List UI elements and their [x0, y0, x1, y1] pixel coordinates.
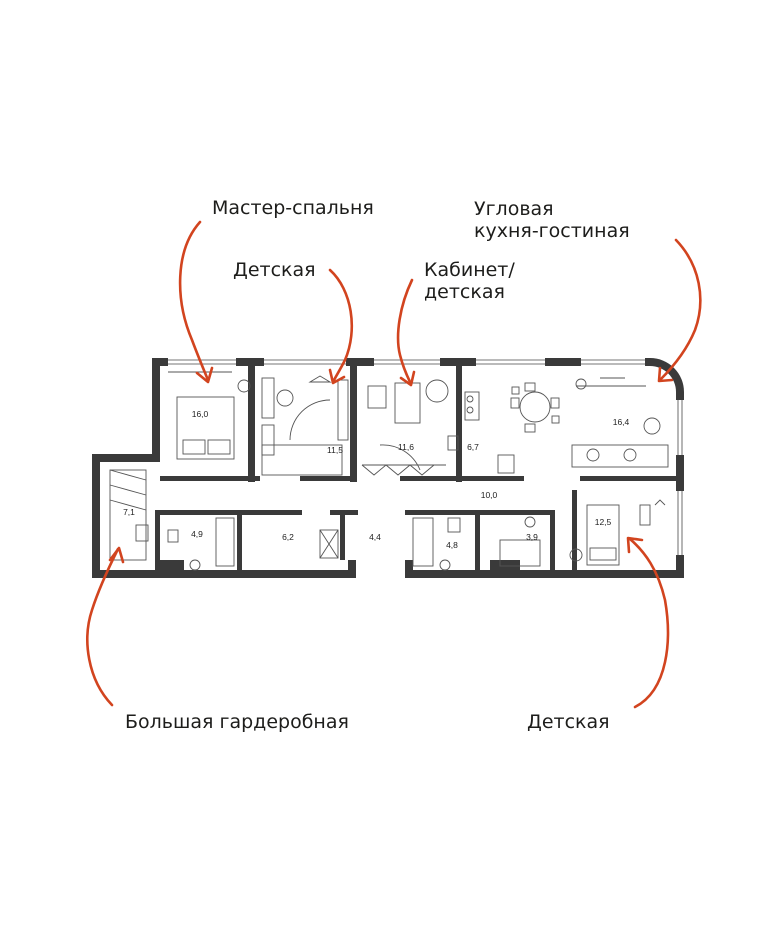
outer-walls	[92, 358, 684, 578]
area-kids-room-bottom: 12,5	[595, 517, 612, 527]
area-kids-room-top: 11,5	[327, 445, 343, 455]
callout-wardrobe: Большая гардеробная	[125, 711, 349, 733]
room-areas: 16,0 11,5 11,6 6,7 16,4 7,1 4,9 6,2 4,4 …	[123, 409, 629, 550]
arrow-kitchen	[658, 238, 702, 382]
area-bathroom-left: 4,9	[191, 529, 203, 539]
callout-kids-room-bottom: Детская	[527, 711, 610, 733]
area-living-room: 16,4	[613, 417, 630, 427]
callout-kitchen: Угловая кухня-гостиная	[474, 198, 630, 242]
area-corridor-entry: 4,4	[369, 532, 381, 542]
area-bathroom-mid: 4,8	[446, 540, 458, 550]
callout-study-line2: детская	[424, 281, 505, 303]
arrow-kids-room-top	[328, 268, 354, 384]
callout-kitchen-line2: кухня-гостиная	[474, 220, 630, 242]
callout-study: Кабинет/ детская	[424, 259, 515, 303]
callout-arrows	[86, 220, 702, 709]
interior-walls	[155, 366, 676, 570]
callout-kitchen-line1: Угловая	[474, 198, 554, 220]
arrow-wardrobe	[86, 547, 120, 707]
callout-master-bedroom: Мастер-спальня	[212, 197, 374, 219]
area-laundry: 6,2	[282, 532, 294, 542]
area-wardrobe: 7,1	[123, 507, 135, 517]
area-master-bedroom: 16,0	[192, 409, 209, 419]
area-small-kitchen: 6,7	[467, 442, 479, 452]
area-hall: 10,0	[481, 490, 498, 500]
furniture	[109, 371, 669, 571]
callout-study-line1: Кабинет/	[424, 259, 515, 281]
area-study: 11,6	[398, 442, 414, 452]
arrow-study	[396, 278, 414, 386]
arrow-kids-room-bottom	[628, 537, 670, 709]
callout-kids-room-top: Детская	[233, 259, 316, 281]
arrow-master-bedroom	[178, 220, 210, 382]
area-bathroom-right: 3,9	[526, 532, 538, 542]
